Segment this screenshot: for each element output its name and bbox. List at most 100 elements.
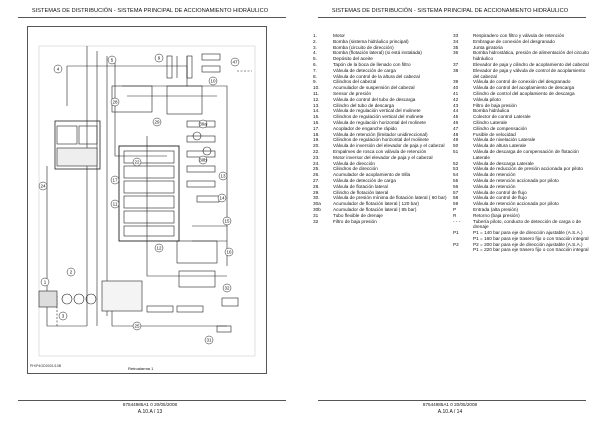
pipe-line	[38, 45, 256, 357]
schematic-frame	[27, 26, 267, 374]
legend-item-number: 32	[313, 218, 319, 224]
svg-text:28: 28	[112, 100, 118, 105]
callout: 1	[40, 277, 50, 287]
legend-item-text: Depósito del aceite	[333, 56, 373, 62]
cylinder	[201, 65, 221, 73]
legend-item-number: 20.	[313, 143, 320, 149]
legend-item-number: 31	[313, 212, 319, 218]
left-page: SISTEMAS DE DISTRIBUCIÓN - SISTEMA PRINC…	[18, 8, 286, 415]
legend-item: 8.Válvula de control de la altura del ca…	[313, 74, 453, 80]
steering-cylinder	[146, 305, 174, 313]
cylinder	[186, 55, 193, 79]
legend-item-text: Acoplador de enganche rápido	[333, 125, 397, 131]
legend-item-number: 46	[453, 119, 459, 125]
left-footer-page: A.10.A / 13	[137, 409, 163, 415]
svg-text:15: 15	[224, 219, 230, 224]
filter	[221, 297, 239, 307]
legend-item-text: Retorno (baja presión)	[473, 212, 520, 218]
svg-text:5: 5	[111, 58, 114, 63]
legend-item-text: Entrada (alta presión)	[473, 206, 519, 212]
manifold-section	[123, 195, 175, 209]
legend-item: 18.Válvula de retención (limitador unidi…	[313, 132, 453, 138]
legend-item-number: 43	[453, 102, 459, 108]
manifold-section	[123, 210, 175, 224]
legend-item-text: Válvula de inversión del elevador de paj…	[333, 143, 445, 149]
legend-item-text: Válvula de descarga de compensación de f…	[473, 148, 579, 160]
legend-item-text: Válvula de retención accionada por pilot…	[473, 177, 559, 183]
legend-item-number: 30b	[313, 206, 321, 212]
pump	[61, 293, 73, 305]
drawing-code: PH/P4GD0001/10B	[30, 364, 62, 368]
legend-item-text: Válvula de control del tubo de descarga	[333, 96, 416, 102]
legend-item-number: P1	[453, 230, 459, 236]
legend-item: 6.Tapón de la boca de llenado con filtro	[313, 62, 453, 68]
callout: 31	[204, 335, 214, 345]
legend-item-text: Acumulador de suspensión del cabezal	[333, 85, 415, 91]
valve-block	[178, 270, 216, 288]
legend-item-text: Motor inversor del elevador de paja y el…	[333, 154, 433, 160]
svg-text:22: 22	[134, 160, 140, 165]
callout: 11	[110, 199, 120, 209]
accumulator	[192, 131, 202, 141]
legend-item: 9.Cilindros del cabezal	[313, 79, 453, 85]
legend-item-number: 35	[453, 44, 459, 50]
right-footer-page: A.10.A / 14	[437, 409, 463, 415]
legend-item-text: Filtro de baja presión	[473, 102, 517, 108]
legend-item-number: 27.	[313, 177, 320, 183]
legend-item-number: 10.	[313, 85, 320, 91]
legend-item-text: Sensor de presión	[333, 90, 372, 96]
svg-text:3: 3	[62, 314, 65, 319]
hydraulic-schematic: 4 5 9 47 10 28	[38, 45, 256, 357]
legend-item-number: 52	[453, 160, 459, 166]
legend-item: 26.Acumulador de acoplamiento de trilla	[313, 172, 453, 178]
legend-item-text: Motor	[333, 33, 345, 38]
drain-hose	[216, 325, 232, 333]
legend-item: 5. Depósito del aceite	[313, 56, 453, 62]
legend-item-text: Válvula de presión mínima de flotación l…	[333, 195, 447, 201]
right-page-title: SISTEMAS DE DISTRIBUCIÓN - SISTEMA PRINC…	[331, 8, 569, 14]
pipe-line	[46, 166, 87, 327]
legend-item-number: 12.	[313, 96, 320, 102]
svg-text:1: 1	[44, 280, 47, 285]
legend-item-text: Colector de control Laterale	[473, 114, 531, 120]
legend-item-number: 11.	[313, 90, 320, 96]
callout: 2	[66, 267, 76, 277]
legend-item: 14.Válvula de regulación vertical del mo…	[313, 108, 453, 114]
legend-item-text: Tubo flexible de drenaje	[333, 212, 383, 218]
legend-item-text: Bomba (sistema hidráulico principal)	[333, 38, 409, 44]
legend-item: 3.Bomba (circuito de dirección)	[313, 45, 453, 51]
legend-item-text: Válvula de retención	[473, 172, 516, 178]
callout: 5	[107, 55, 117, 65]
legend-item: 43 Filtro de baja presión	[453, 103, 593, 109]
callout: 24	[38, 181, 48, 191]
legend-item-text: Válvula de control de la altura del cabe…	[333, 73, 420, 79]
legend-item-text: Tapón de la boca de llenado con filtro	[333, 61, 411, 67]
svg-text:2: 2	[70, 270, 73, 275]
legend-item-number: 25.	[313, 166, 320, 172]
left-top-rule	[18, 17, 286, 18]
legend-item-text: Válvula de detección de carga	[333, 177, 396, 183]
legend-item-text: Válvula piloto	[473, 96, 501, 102]
callout: 4	[53, 64, 63, 74]
legend-item: 10. Acumulador de suspensión del cabezal	[313, 85, 453, 91]
valve-block	[166, 85, 203, 115]
right-footer-ref: 87544985A1 0 20/05/2008	[422, 402, 478, 407]
legend-item-text: Válvula de reducción de presión accionad…	[473, 166, 583, 172]
legend-item-text: Fusible de velocidad	[473, 131, 516, 137]
legend-item-number: 38	[453, 67, 459, 73]
legend-item-number: 5.	[313, 56, 317, 62]
legend-item-number: 4.	[313, 50, 317, 56]
legend-item-text: Cilindros del cabezal	[333, 79, 377, 85]
